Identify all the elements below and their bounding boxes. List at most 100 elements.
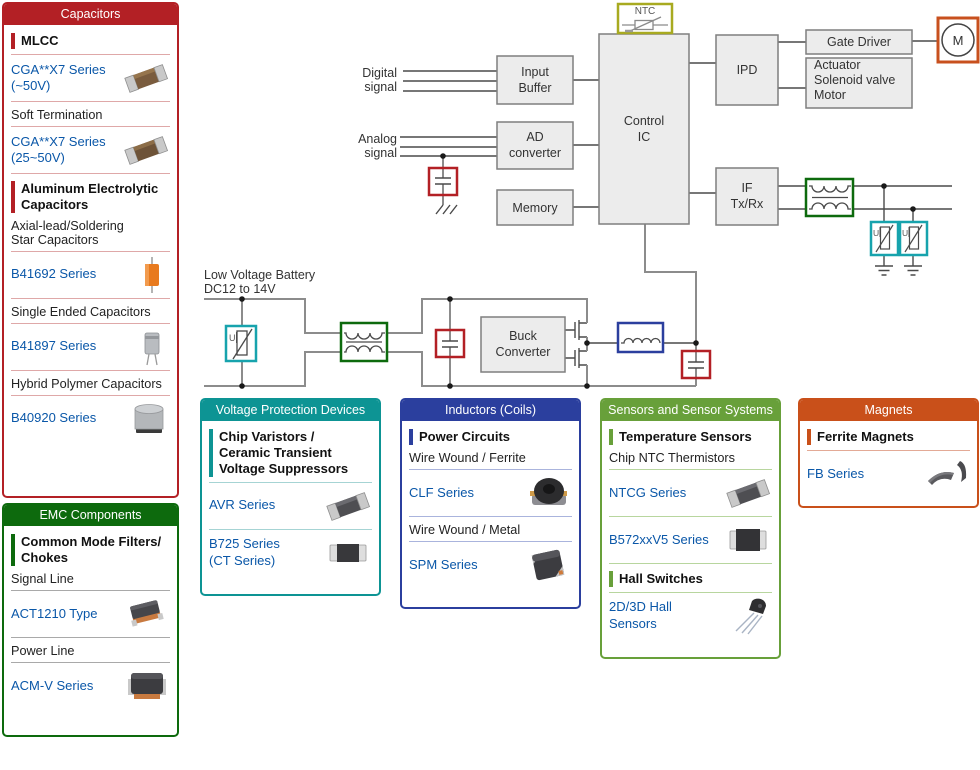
subheader-wire-wound-metal: Wire Wound / Metal (409, 522, 521, 537)
link-acmv[interactable]: ACM-V Series (11, 677, 94, 693)
ntc-thermistor-symbol: NTC (616, 2, 674, 35)
varistor-symbol-if-1: U (869, 220, 900, 257)
junction-dots (239, 153, 916, 389)
divider (609, 591, 772, 593)
section-temperature-sensors: Temperature Sensors (609, 429, 772, 445)
section-bar (409, 429, 413, 445)
svg-text:Actuator: Actuator (814, 58, 861, 72)
varistor-symbol-battery: U (224, 324, 258, 363)
link-b41692[interactable]: B41692 Series (11, 266, 97, 282)
divider (11, 322, 170, 324)
svg-text:Gate Driver: Gate Driver (827, 35, 891, 49)
product-row: AVR Series (209, 485, 372, 527)
svg-text:Tx/Rx: Tx/Rx (731, 197, 764, 211)
axial-capacitor-icon (145, 256, 159, 293)
panel-voltage-protection: Voltage Protection Devices Chip Varistor… (200, 398, 381, 596)
spm-inductor-icon (531, 549, 565, 580)
product-row: B40920 Series (11, 398, 170, 440)
divider (11, 661, 170, 663)
divider (11, 297, 170, 299)
svg-text:Solenoid valve: Solenoid valve (814, 73, 895, 87)
svg-text:U: U (873, 228, 879, 238)
link-b40920[interactable]: B40920 Series (11, 410, 97, 426)
product-row: CGA**X7 Series(25~50V) (11, 129, 170, 171)
link-avr[interactable]: AVR Series (209, 497, 276, 513)
capacitor-symbol-battery (434, 328, 466, 359)
motor-symbol: M (936, 16, 980, 64)
ground-symbol (435, 204, 922, 276)
svg-text:Control: Control (624, 114, 664, 128)
svg-text:M: M (953, 33, 964, 48)
divider (11, 636, 170, 638)
svg-text:Digital: Digital (362, 66, 397, 80)
subheader-wire-wound-ferrite: Wire Wound / Ferrite (409, 450, 526, 465)
product-row: ACM-V Series (11, 665, 170, 707)
product-row: CGA**X7 Series(~50V) (11, 57, 170, 99)
svg-text:Converter: Converter (496, 345, 551, 359)
svg-text:IF: IF (741, 181, 752, 195)
product-row: CLF Series (409, 472, 572, 514)
divider (609, 468, 772, 470)
svg-text:Memory: Memory (512, 201, 558, 215)
signal-wires (400, 40, 952, 368)
actuator-label: Actuator Solenoid valve Motor (814, 58, 895, 102)
polymer-capacitor-icon (134, 403, 164, 433)
divider (11, 394, 170, 396)
section-bar (11, 534, 15, 566)
capacitor-symbol-analog (427, 166, 459, 197)
divider (807, 449, 970, 451)
divider (209, 481, 372, 483)
mlcc-chip-icon (124, 135, 169, 165)
divider (409, 468, 572, 470)
link-spm[interactable]: SPM Series (409, 556, 478, 572)
link-b41897[interactable]: B41897 Series (11, 338, 97, 354)
section-bar (609, 570, 613, 587)
product-row: SPM Series (409, 544, 572, 586)
subheader-chip-ntc: Chip NTC Thermistors (609, 450, 735, 465)
link-b572[interactable]: B572xxV5 Series (609, 531, 709, 547)
divider (11, 53, 170, 55)
svg-text:Analog: Analog (358, 132, 397, 146)
subheader-single-ended: Single Ended Capacitors (11, 304, 151, 319)
choke-symbol-if (804, 177, 855, 218)
link-ntcg[interactable]: NTCG Series (609, 484, 687, 500)
product-row: ACT1210 Type (11, 593, 170, 635)
hall-sensor-icon (735, 598, 767, 635)
section-bar (807, 429, 811, 445)
link-cga2550[interactable]: CGA**X7 Series(25~50V) (11, 133, 106, 165)
link-fb[interactable]: FB Series (807, 465, 865, 481)
panel-capacitors-title: Capacitors (4, 4, 177, 25)
link-clf[interactable]: CLF Series (409, 484, 475, 500)
panel-magnets: Magnets Ferrite Magnets FB Series (798, 398, 979, 508)
panel-vpd-title: Voltage Protection Devices (202, 400, 379, 421)
divider (11, 100, 170, 102)
section-bar (11, 33, 15, 49)
panel-sensors: Sensors and Sensor Systems Temperature S… (600, 398, 781, 659)
divider (11, 369, 170, 371)
divider (11, 250, 170, 252)
panel-emc-title: EMC Components (4, 505, 177, 526)
panel-inductors-title: Inductors (Coils) (402, 400, 579, 421)
link-act1210[interactable]: ACT1210 Type (11, 605, 98, 621)
svg-text:signal: signal (364, 146, 397, 160)
panel-inductors: Inductors (Coils) Power Circuits Wire Wo… (400, 398, 581, 609)
mlcc-chip-icon (124, 63, 169, 93)
power-wires (204, 156, 697, 387)
signal-cmf-icon (130, 600, 164, 627)
ferrite-magnet-icon (928, 460, 967, 485)
link-cga50[interactable]: CGA**X7 Series(~50V) (11, 61, 106, 93)
svg-text:IC: IC (638, 130, 651, 144)
subheader-signal-line: Signal Line (11, 571, 74, 586)
signal-labels: Digital signal Analog signal Low Voltage… (204, 66, 397, 296)
section-bar (209, 429, 213, 477)
subheader-power-line: Power Line (11, 643, 75, 658)
drum-inductor-icon (530, 477, 567, 505)
panel-capacitors: Capacitors MLCC CGA**X7 Series(~50V) Sof… (2, 2, 179, 498)
section-power-circuits: Power Circuits (409, 429, 572, 445)
divider (209, 528, 372, 530)
svg-text:Buffer: Buffer (518, 81, 551, 95)
choke-symbol-battery (339, 321, 389, 363)
link-b725[interactable]: B725 Series(CT Series) (209, 536, 280, 568)
